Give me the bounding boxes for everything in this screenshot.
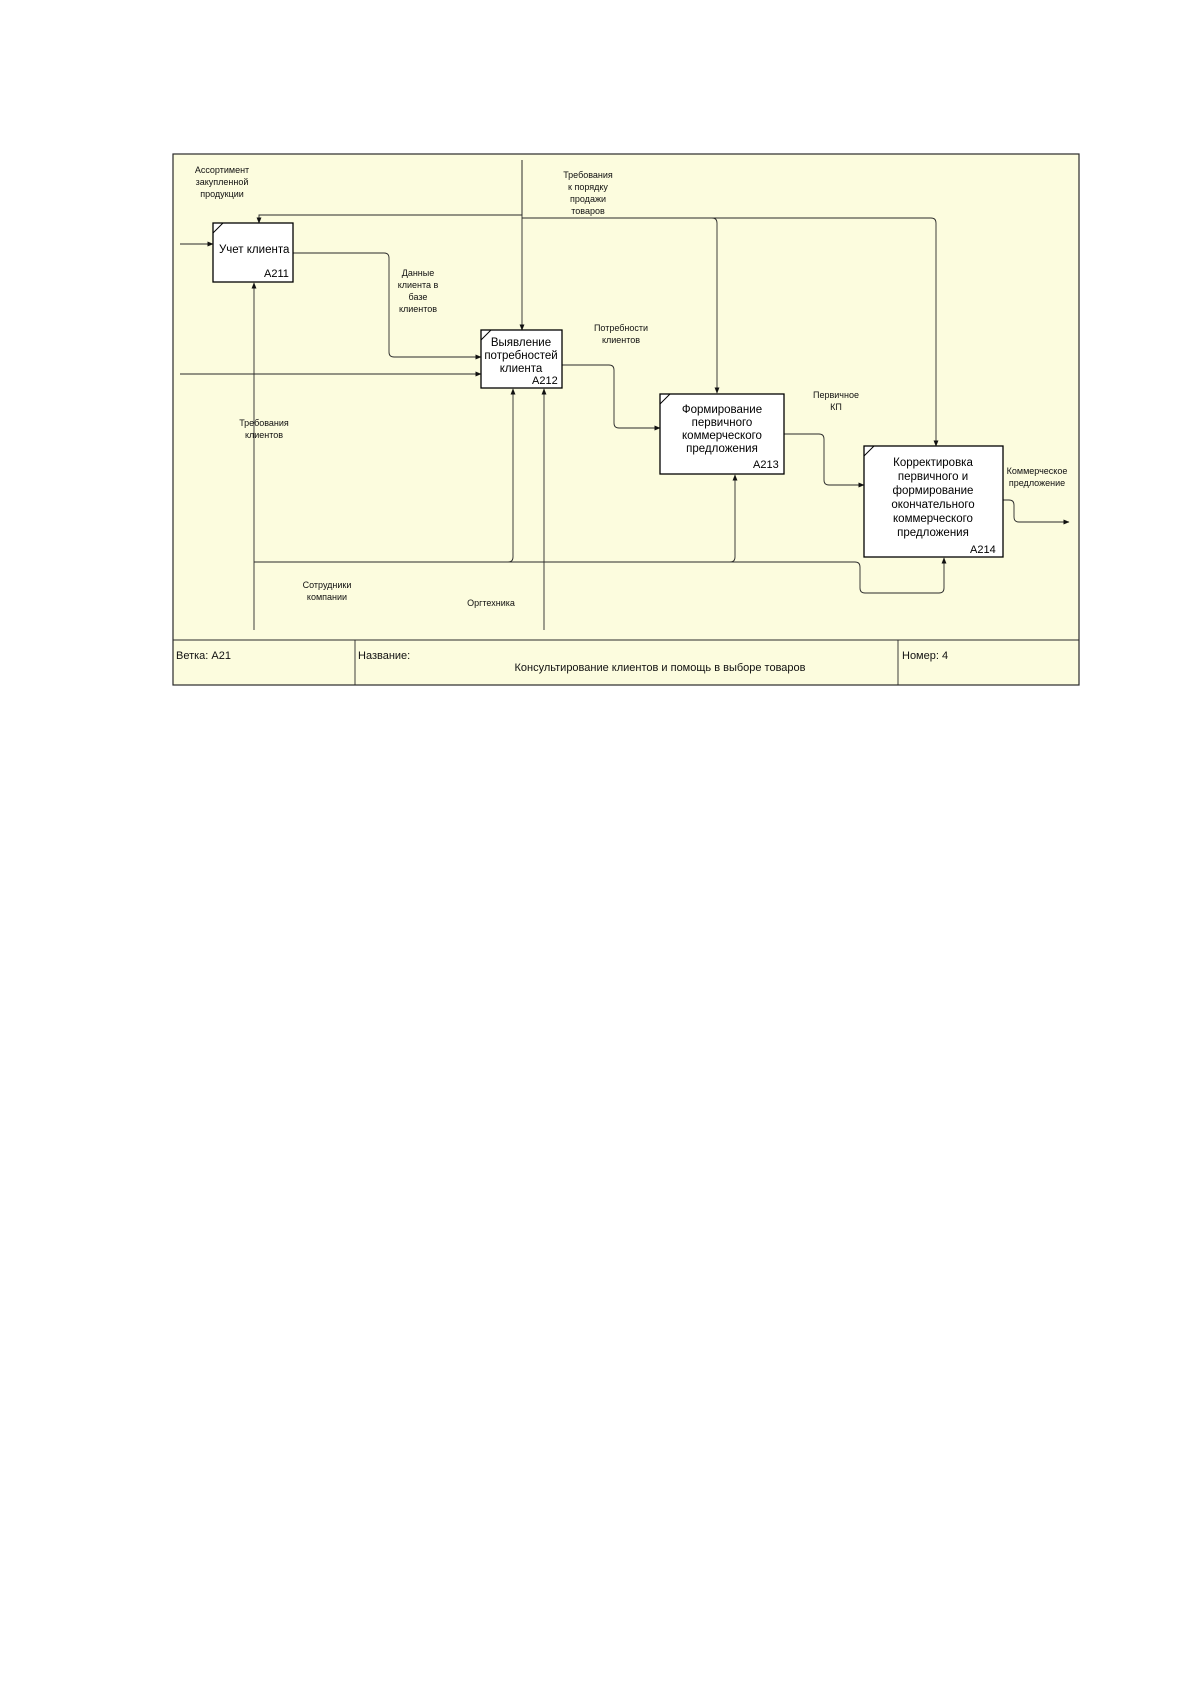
svg-text:предложение: предложение (1009, 478, 1065, 488)
label-needs: Потребности клиентов (594, 323, 648, 345)
diagram-frame (172, 153, 1080, 686)
svg-text:клиента в: клиента в (398, 280, 439, 290)
label-client-requirements: Требования клиентов (239, 418, 289, 440)
footer-branch: Ветка: A21 (176, 650, 231, 662)
label-assortment: Ассортимент закупленной продукции (195, 165, 249, 199)
svg-text:закупленной: закупленной (196, 177, 249, 187)
svg-text:базе: базе (409, 292, 428, 302)
svg-text:компании: компании (307, 592, 347, 602)
label-commercial-offer: Коммерческое предложение (1007, 466, 1068, 488)
label-primary-kp: Первичное КП (813, 390, 859, 412)
box-a214-line-4: окончательного (891, 499, 974, 511)
svg-text:Требования: Требования (239, 418, 289, 428)
svg-text:Ассортимент: Ассортимент (195, 165, 249, 175)
svg-text:КП: КП (830, 402, 842, 412)
activity-box-a214[interactable]: Корректировка первичного и формирование … (863, 445, 1004, 558)
footer-name-label: Название: (358, 650, 410, 662)
svg-text:Сотрудники: Сотрудники (303, 580, 352, 590)
box-a213-line-3: коммерческого (682, 430, 762, 442)
box-a213-line-2: первичного (692, 417, 753, 429)
box-a214-line-6: предложения (897, 527, 969, 539)
svg-text:к порядку: к порядку (568, 182, 608, 192)
svg-text:продажи: продажи (570, 194, 606, 204)
footer-title: Консультирование клиентов и помощь в выб… (514, 662, 805, 674)
box-a214-line-3: формирование (893, 485, 974, 497)
box-a212-line-2: потребностей (484, 350, 557, 362)
arrow-requirements-a214 (712, 217, 939, 447)
svg-text:Требования: Требования (563, 170, 613, 180)
box-a212-line-3: клиента (500, 363, 543, 375)
box-a211-code: A211 (264, 268, 289, 280)
svg-text:клиентов: клиентов (245, 430, 283, 440)
footer-number: Номер: 4 (902, 650, 948, 662)
svg-text:клиентов: клиентов (602, 335, 640, 345)
svg-text:Первичное: Первичное (813, 390, 859, 400)
arrow-primary-kp (784, 433, 865, 488)
svg-text:Коммерческое: Коммерческое (1007, 466, 1068, 476)
box-a212-line-1: Выявление (491, 337, 551, 349)
arrow-staff-a214 (730, 557, 947, 594)
arrow-commercial-offer (1003, 499, 1070, 525)
box-a214-line-5: коммерческого (893, 513, 973, 525)
svg-text:Оргтехника: Оргтехника (467, 598, 515, 608)
activity-box-a211[interactable]: Учет клиента A211 (212, 222, 294, 283)
label-staff: Сотрудники компании (303, 580, 352, 602)
box-a214-line-1: Корректировка (893, 457, 973, 469)
box-a214-code: A214 (970, 544, 996, 556)
arrow-needs (562, 364, 661, 431)
box-a211-title: Учет клиента (219, 244, 290, 256)
svg-text:продукции: продукции (200, 189, 244, 199)
box-a212-code: A212 (532, 375, 558, 387)
label-client-data: Данные клиента в базе клиентов (398, 268, 439, 314)
box-a213-line-1: Формирование (682, 404, 762, 416)
activity-box-a212[interactable]: Выявление потребностей клиента A212 (480, 329, 563, 389)
label-requirements-order: Требования к порядку продажи товаров (563, 170, 613, 216)
box-a213-line-4: предложения (686, 443, 758, 455)
svg-text:Данные: Данные (402, 268, 435, 278)
svg-text:товаров: товаров (571, 206, 605, 216)
activity-box-a213[interactable]: Формирование первичного коммерческого пр… (659, 393, 785, 475)
arrow-client-data (292, 252, 482, 360)
svg-text:клиентов: клиентов (399, 304, 437, 314)
label-equipment: Оргтехника (467, 598, 515, 608)
box-a214-line-2: первичного и (898, 471, 968, 483)
box-a213-code: A213 (753, 459, 779, 471)
svg-text:Потребности: Потребности (594, 323, 648, 333)
